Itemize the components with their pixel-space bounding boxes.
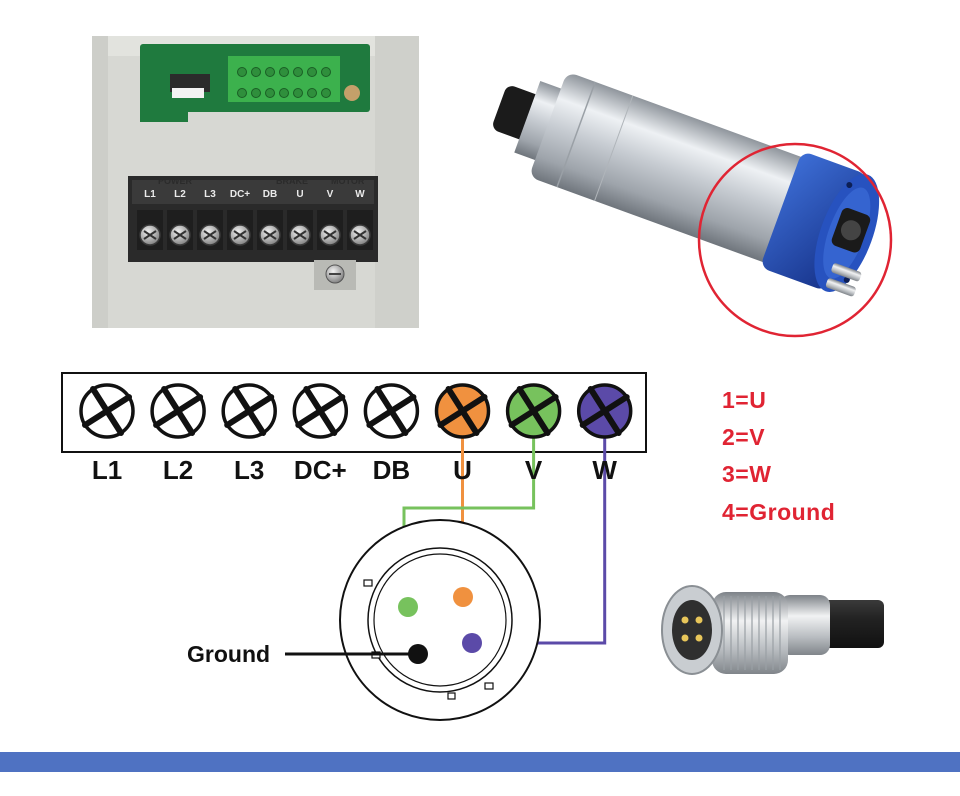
terminal-l1 [79, 383, 135, 439]
terminal-label: V [525, 455, 543, 485]
vfd-terminal-label: U [296, 189, 303, 200]
vfd-terminal-labels: L1 L2 L3 DC+ DB U V W [144, 189, 365, 200]
connector-pins [398, 587, 482, 664]
terminal-label: U [453, 455, 472, 485]
spindle-motor-photo [493, 74, 893, 338]
legend-item-2: 2=V [722, 424, 766, 450]
pcb-terminal-screws [237, 67, 331, 98]
vfd-terminal-label: V [327, 189, 334, 200]
vfd-section-motor: MOTOR [331, 176, 365, 186]
terminal-label: L2 [163, 455, 193, 485]
terminal-db [363, 383, 420, 439]
vfd-terminal-label: L2 [174, 189, 186, 200]
vfd-section-brake: BRAKE [276, 176, 308, 186]
bottom-accent-bar [0, 752, 960, 772]
vfd-terminal-label: DB [263, 189, 277, 200]
terminal-label: DC+ [294, 455, 347, 485]
terminal-u [434, 383, 491, 439]
ground-label: Ground [187, 641, 270, 667]
highlight-circle [697, 142, 893, 338]
vfd-terminal-screws [137, 210, 373, 250]
legend-item-1: 1=U [722, 387, 767, 413]
terminal-block-screws [79, 383, 633, 439]
vfd-terminal-label: L1 [144, 189, 156, 200]
vfd-terminal-label: W [355, 189, 365, 200]
terminal-label: W [592, 455, 617, 485]
terminal-v [505, 383, 562, 439]
terminal-dcplus [292, 383, 349, 439]
aviation-plug-photo [661, 585, 884, 675]
pin-u [453, 587, 473, 607]
vfd-terminal-photo: POWER BRAKE MOTOR L1 L2 L3 DC+ DB U V W [92, 36, 419, 328]
aviation-connector-face [339, 519, 541, 721]
terminal-label: L3 [234, 455, 264, 485]
pin-w [462, 633, 482, 653]
vfd-section-power: POWER [158, 176, 193, 186]
vfd-terminal-label: L3 [204, 189, 216, 200]
terminal-w [576, 383, 633, 439]
terminal-block-labels: L1 L2 L3 DC+ DB U V W [92, 455, 618, 485]
terminal-l2 [150, 383, 206, 439]
terminal-l3 [221, 383, 277, 439]
legend-item-3: 3=W [722, 461, 772, 487]
terminal-label: L1 [92, 455, 122, 485]
vfd-section-labels: POWER BRAKE MOTOR [158, 176, 365, 186]
pin-v [398, 597, 418, 617]
vfd-terminal-label: DC+ [230, 189, 250, 200]
legend-item-4: 4=Ground [722, 499, 836, 525]
terminal-label: DB [373, 455, 411, 485]
